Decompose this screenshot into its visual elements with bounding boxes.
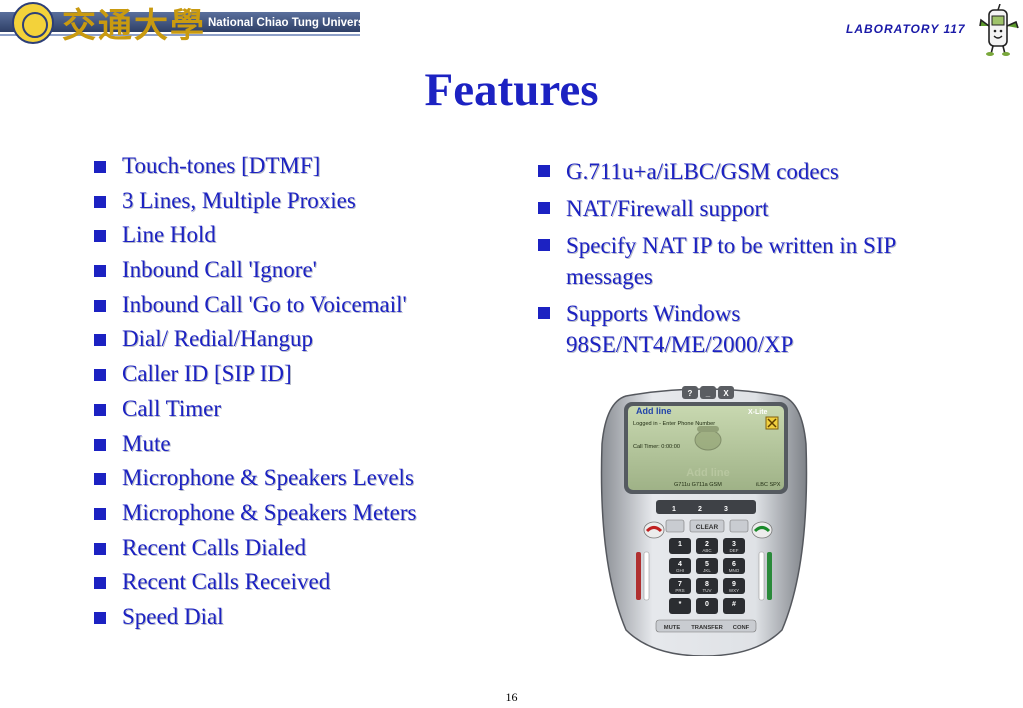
call-button (751, 521, 773, 539)
keypad-digit: 7 (678, 581, 682, 588)
university-name: National Chiao Tung University (208, 17, 378, 29)
keypad-letters: PRS (675, 588, 684, 593)
feature-item: Caller ID [SIP ID] (94, 360, 484, 395)
speaker-slider (758, 551, 765, 601)
feature-item: 3 Lines, Multiple Proxies (94, 187, 484, 222)
keypad-digit: 0 (705, 601, 709, 608)
header-banner (0, 12, 360, 32)
keypad-digit: 6 (732, 561, 736, 568)
hangup-icon (645, 526, 663, 533)
keypad-digit: 3 (732, 541, 736, 548)
phone-brand: Add line (636, 406, 672, 416)
line-key-2: 2 (698, 506, 702, 513)
feature-item: Specify NAT IP to be written in SIP mess… (538, 230, 938, 292)
feature-item: Inbound Call 'Go to Voicemail' (94, 291, 484, 326)
keypad-digit: 5 (705, 561, 709, 568)
keypad-letters: DEF (730, 548, 739, 553)
screen-watermark: Add line (686, 467, 729, 479)
feature-item: Line Hold (94, 221, 484, 256)
keypad-digit: 8 (705, 581, 709, 588)
feature-item: Microphone & Speakers Levels (94, 464, 484, 499)
mic-slider (643, 551, 650, 601)
mic-level-meter (636, 552, 641, 600)
screen-close-icon (767, 418, 777, 428)
keypad-letters: ABC (702, 548, 712, 553)
keypad-digit: * (679, 601, 682, 608)
feature-item: Call Timer (94, 395, 484, 430)
mute-button-label: MUTE (664, 625, 681, 631)
help-control: ? (688, 389, 693, 398)
page-number: 16 (505, 690, 518, 704)
xlite-softphone-image: ? _ X Add line X-Lite Logged in - Enter … (600, 386, 808, 656)
keypad-digit: 1 (678, 541, 682, 548)
university-seal-icon (12, 2, 54, 44)
speaker-level-meter (767, 552, 772, 600)
header-divider (0, 34, 360, 36)
window-controls: ? _ X (682, 386, 734, 399)
keypad-digit: 9 (732, 581, 736, 588)
lab-label: LABORATORY 117 (846, 22, 966, 36)
keypad-letters: WXY (729, 588, 739, 593)
feature-item: Dial/ Redial/Hangup (94, 325, 484, 360)
codec-list: G711u G711a GSM (674, 482, 722, 488)
university-calligraphy-logo: 交通大學 (62, 5, 206, 46)
feature-item: Recent Calls Received (94, 568, 484, 603)
feature-item: NAT/Firewall support (538, 193, 938, 224)
feature-item: Microphone & Speakers Meters (94, 499, 484, 534)
feature-item: G.711u+a/iLBC/GSM codecs (538, 156, 938, 187)
line-key-1: 1 (672, 506, 676, 513)
keypad-letters: JKL (703, 568, 711, 573)
telephone-icon (694, 426, 722, 451)
keypad-digit: 2 (705, 541, 709, 548)
slide-title: Features (424, 64, 599, 116)
minimize-control: _ (705, 389, 711, 398)
phone-mascot-icon (979, 4, 1019, 56)
call-icon (753, 526, 771, 533)
keypad-digit: # (732, 601, 736, 608)
feature-item: Recent Calls Dialed (94, 534, 484, 569)
keypad-digit: 4 (678, 561, 682, 568)
feature-item: Mute (94, 430, 484, 465)
keypad-letters: MNO (729, 568, 740, 573)
close-control: X (723, 389, 729, 398)
feature-item: Speed Dial (94, 603, 484, 638)
phone-status: Logged in - Enter Phone Number (633, 421, 715, 427)
codec-list-secondary: iLBC SPX (756, 482, 781, 488)
line-key-3: 3 (724, 506, 728, 513)
phone-call-timer: Call Timer: 0:00:00 (633, 444, 680, 450)
keypad-letters: GHI (676, 568, 684, 573)
right-feature-list: G.711u+a/iLBC/GSM codecs NAT/Firewall su… (538, 156, 938, 366)
feature-item: Supports Windows 98SE/NT4/ME/2000/XP (538, 298, 938, 360)
transfer-button-label: TRANSFER (691, 625, 723, 631)
hangup-button (643, 521, 665, 539)
feature-item: Touch-tones [DTMF] (94, 152, 484, 187)
feature-item: Inbound Call 'Ignore' (94, 256, 484, 291)
keypad-letters: TUV (703, 588, 712, 593)
conf-button-label: CONF (733, 625, 750, 631)
clear-button-label: CLEAR (696, 524, 719, 531)
left-feature-list: Touch-tones [DTMF] 3 Lines, Multiple Pro… (94, 152, 484, 638)
phone-model: X-Lite (748, 409, 768, 416)
